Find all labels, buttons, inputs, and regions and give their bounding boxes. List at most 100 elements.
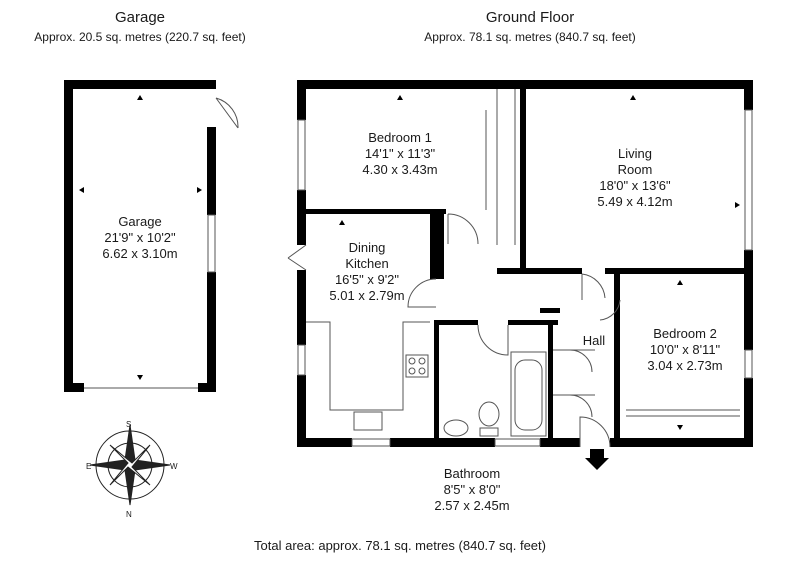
wall-bath-top-right: [508, 320, 558, 325]
room-name-line1: Dining: [348, 240, 386, 255]
hob-ring: [418, 367, 426, 375]
wall-living-bottom: [497, 268, 582, 274]
wall-left-bottom: [297, 375, 306, 447]
wall-left-lower: [297, 270, 306, 345]
ground-floor-area: Approx. 78.1 sq. metres (840.7 sq. feet): [424, 30, 636, 44]
wall-bed2-left: [614, 274, 620, 438]
wall-bath-left: [434, 320, 439, 438]
door-bathroom: [477, 324, 509, 356]
room-name: Bedroom 2: [653, 326, 717, 341]
window-kitchen-left: [297, 344, 306, 376]
window-living-right: [744, 109, 753, 251]
arrow: [397, 95, 403, 100]
room-bedroom-1: Bedroom 1 14'1" x 11'3" 4.30 x 3.43m: [340, 130, 460, 178]
garage-plan: [64, 80, 239, 392]
wall-cupboard: [540, 308, 560, 313]
room-size-imperial: 18'0" x 13'6": [599, 178, 671, 193]
arrow: [585, 449, 609, 470]
room-size-metric: 5.49 x 4.12m: [597, 194, 673, 209]
room-name: Bedroom 1: [368, 130, 432, 145]
room-dining-kitchen: Dining Kitchen 16'5" x 9'2" 5.01 x 2.79m: [307, 240, 427, 304]
ground-floor-title: Ground Floor: [485, 9, 575, 26]
garage-side-door: [215, 97, 239, 129]
wall-dining-right: [430, 209, 444, 279]
door-bedroom2: [599, 299, 621, 321]
hob-ring: [418, 357, 426, 365]
room-bathroom: Bathroom 8'5" x 8'0" 2.57 x 2.45m: [412, 466, 532, 514]
hob-ring: [408, 357, 416, 365]
room-size-imperial: 10'0" x 8'11": [649, 342, 721, 357]
room-size-imperial: 21'9" x 10'2": [104, 230, 176, 245]
wall-living-left: [520, 89, 526, 269]
hob: [405, 354, 429, 378]
wall-right-upper: [744, 80, 753, 110]
wall-right-lower: [744, 378, 753, 447]
compass-star-minor: [109, 444, 151, 486]
room-size-imperial: 8'5" x 8'0": [443, 482, 501, 497]
window-bedroom1-left: [297, 119, 306, 191]
room-size-metric: 2.57 x 2.45m: [434, 498, 510, 513]
garage-window: [207, 214, 216, 273]
bath-tub: [510, 351, 547, 437]
window-kitchen-bottom: [351, 438, 391, 447]
room-size-metric: 3.04 x 2.73m: [647, 358, 723, 373]
room-size-metric: 4.30 x 3.43m: [362, 162, 438, 177]
compass-label-e: E: [86, 462, 92, 471]
wall-left-upper: [297, 80, 306, 120]
garage-title: Garage: [114, 9, 166, 26]
room-hall: Hall: [574, 333, 614, 349]
room-name: Bathroom: [443, 466, 501, 481]
garage-wall-top: [64, 80, 216, 89]
garage-wall-bottom-left: [64, 383, 84, 392]
arrow: [677, 280, 683, 285]
wall-living-bottom-right: [605, 268, 753, 274]
compass-label-n: N: [126, 510, 132, 519]
toilet-cistern: [479, 427, 499, 437]
room-size-imperial: 14'1" x 11'3": [364, 146, 436, 161]
garage-wall-right-lower: [207, 272, 216, 392]
measure-arrows: [79, 95, 740, 470]
compass-label-w: W: [170, 462, 178, 471]
arrow: [339, 220, 345, 225]
room-bedroom-2: Bedroom 2 10'0" x 8'11" 3.04 x 2.73m: [625, 326, 745, 374]
wall-bottom-mid: [390, 438, 495, 447]
wardrobe-bedroom1: [485, 89, 516, 245]
wall-top-left: [297, 80, 525, 89]
wall-bottom-bath: [540, 438, 580, 447]
arrow: [197, 187, 202, 193]
total-area: Total area: approx. 78.1 sq. metres (840…: [254, 538, 546, 553]
arrow: [735, 202, 740, 208]
hall-cupboard-doors: [553, 349, 595, 418]
arrow: [630, 95, 636, 100]
garage-wall-right-upper: [207, 127, 216, 215]
toilet-bowl: [478, 401, 500, 427]
door-front: [579, 416, 611, 448]
garage-wall-left: [64, 80, 73, 392]
door-dining-hall: [407, 278, 437, 308]
arrow: [79, 187, 84, 193]
kitchen-worktop: [306, 321, 430, 411]
room-name-line2: Kitchen: [345, 256, 389, 271]
door-dining-left: [287, 244, 307, 271]
room-size-metric: 6.62 x 3.10m: [102, 246, 178, 261]
wall-top-right: [525, 80, 753, 89]
kitchen-sink: [353, 411, 383, 431]
arrow: [677, 425, 683, 430]
compass-label-s: S: [126, 420, 132, 429]
fixtures: [306, 321, 547, 437]
garage-area: Approx. 20.5 sq. metres (220.7 sq. feet): [34, 30, 246, 44]
wall-bottom-left: [297, 438, 352, 447]
window-bedroom2-right: [744, 349, 753, 379]
wall-left-mid: [297, 190, 306, 245]
wardrobe-bedroom2: [626, 409, 740, 417]
room-garage: Garage 21'9" x 10'2" 6.62 x 3.10m: [80, 214, 200, 262]
door-living: [581, 273, 606, 300]
wash-basin: [443, 419, 469, 437]
arrow: [137, 375, 143, 380]
arrow: [137, 95, 143, 100]
bath-tub-inner: [514, 359, 543, 431]
room-name-line1: Living: [618, 146, 652, 161]
windows-and-doors: [287, 89, 753, 448]
room-name-line2: Room: [617, 162, 653, 177]
wall-bath-top: [434, 320, 478, 325]
